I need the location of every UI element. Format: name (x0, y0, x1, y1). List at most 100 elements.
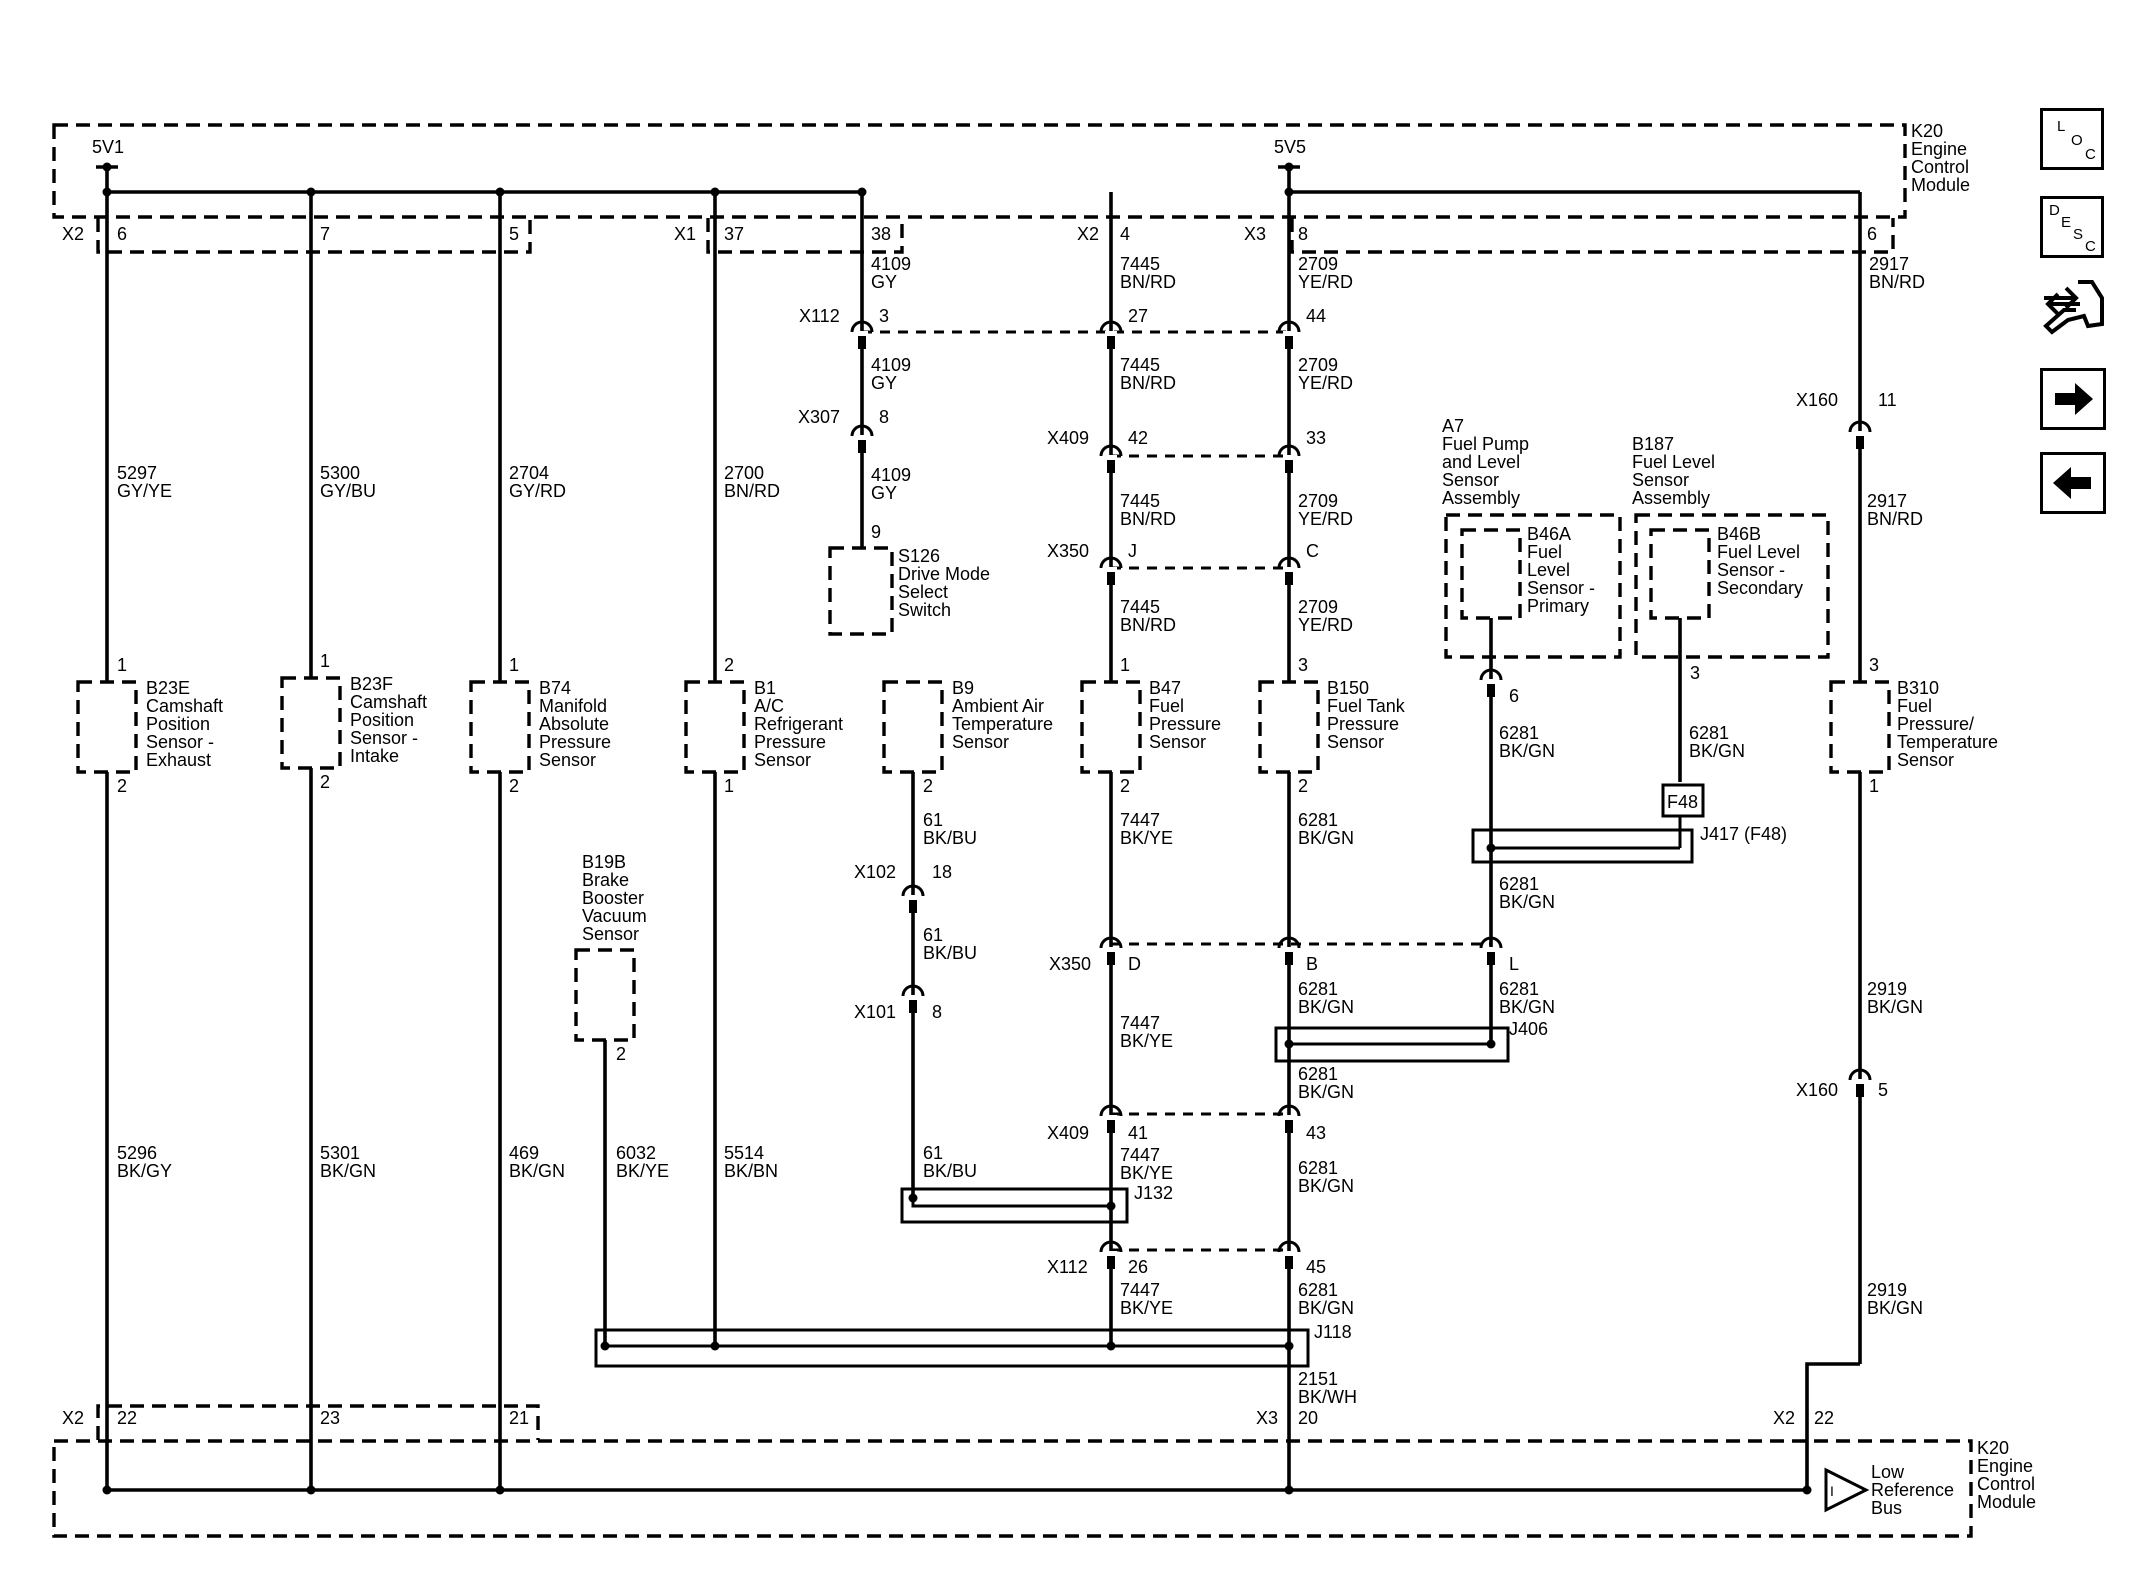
label-x409-33-line-0: 33 (1306, 428, 1326, 448)
label-w2709-2-line-1: YE/RD (1298, 373, 1353, 393)
label-s126-pin-line-0: 9 (871, 522, 881, 542)
label-p22-a: 22 (117, 1408, 137, 1428)
b310-sensor-box (1829, 680, 1891, 774)
label-b150-line-2: Pressure (1327, 714, 1399, 734)
connector-cups (850, 320, 1872, 1269)
label-x350-mid-line-0: X350 (1049, 954, 1091, 974)
label-w7447-4-line-1: BK/YE (1120, 1298, 1173, 1318)
label-b1-line-1: A/C (754, 696, 784, 716)
desc-letter-c: C (2085, 238, 2096, 255)
label-k20-bottom-line-1: Engine (1977, 1456, 2033, 1476)
label-b74-p1-line-0: 1 (509, 655, 519, 675)
loc-button[interactable]: L O C (2040, 108, 2104, 170)
label-k20-top-line-0: K20 (1911, 121, 1943, 141)
label-b310-p3: 3 (1869, 655, 1879, 675)
label-x350-l-line-0: L (1509, 954, 1519, 974)
x1-header (706, 218, 904, 254)
connector-x102-18 (901, 884, 925, 913)
label-b150-p3: 3 (1298, 655, 1308, 675)
label-x350-b-line-0: B (1306, 954, 1318, 974)
label-b187-line-2: Sensor (1632, 470, 1689, 490)
label-w4109-1-line-1: GY (871, 272, 897, 292)
junction-dot (710, 1341, 720, 1351)
label-j132: J132 (1134, 1183, 1173, 1203)
b187-assembly-box (1634, 513, 1830, 659)
label-b23f-line-1: Camshaft (350, 692, 427, 712)
label-b47-p2: 2 (1120, 776, 1130, 796)
label-f48-line-0: F48 (1667, 792, 1698, 812)
previous-button[interactable] (2040, 452, 2106, 514)
label-p6-b: 6 (1867, 224, 1877, 244)
label-w6032-line-1: BK/YE (616, 1161, 669, 1181)
label-w6281-a-line-1: BK/GN (1499, 741, 1555, 761)
junction-dot (102, 1485, 112, 1495)
label-x112-top-line-0: X112 (799, 306, 840, 326)
s126-switch-box (828, 546, 894, 636)
label-w6281-e-line-1: BK/GN (1298, 997, 1354, 1017)
label-b46b-line-2: Sensor - (1717, 560, 1785, 580)
label-5v5: 5V5 (1274, 137, 1306, 157)
desc-button[interactable]: D E S C (2040, 196, 2104, 258)
label-b19b-line-4: Sensor (582, 924, 639, 944)
label-x409-top-line-0: X409 (1047, 428, 1089, 448)
label-p22-b-line-0: 22 (1814, 1408, 1834, 1428)
junction-dot (1486, 843, 1496, 853)
loc-letter-o: O (2071, 132, 2083, 149)
label-p6-a-line-0: 6 (117, 224, 127, 244)
label-w5301-line-0: 5301 (320, 1143, 360, 1163)
label-w469-line-1: BK/GN (509, 1161, 565, 1181)
next-button[interactable] (2040, 368, 2106, 430)
label-w2919-1-line-1: BK/GN (1867, 997, 1923, 1017)
label-w2151-line-0: 2151 (1298, 1369, 1338, 1389)
label-x350-c: C (1306, 541, 1319, 561)
label-x2-bot-a-line-0: X2 (62, 1408, 84, 1428)
label-w6281-d-line-1: BK/GN (1499, 892, 1555, 912)
label-w6281-c-line-1: BK/GN (1298, 828, 1354, 848)
connector-x409-42 (1099, 444, 1123, 473)
label-w2917-1-line-0: 2917 (1869, 254, 1909, 274)
label-b74-line-2: Absolute (539, 714, 609, 734)
label-x2-top-b: X2 (1077, 224, 1099, 244)
arrow-right-icon (2055, 383, 2093, 415)
junction-dot (710, 187, 720, 197)
label-p4: 4 (1120, 224, 1130, 244)
label-w2709-4-line-1: YE/RD (1298, 615, 1353, 635)
connector-x409-33 (1277, 444, 1301, 473)
label-p6-a: 6 (117, 224, 127, 244)
label-w2919-2-line-1: BK/GN (1867, 1298, 1923, 1318)
b23e-sensor-box (76, 680, 138, 774)
b46b-sensor-box (1649, 528, 1711, 620)
label-b310-p1: 1 (1869, 776, 1879, 796)
label-x112-45-line-0: 45 (1306, 1257, 1326, 1277)
b19b-sensor-box (574, 948, 636, 1042)
label-b46b-p3: 3 (1690, 663, 1700, 683)
label-s126-pin: 9 (871, 522, 881, 542)
connector-tools-icon (2043, 280, 2104, 335)
label-w5300-line-0: 5300 (320, 463, 360, 483)
label-w6281-g-line-0: 6281 (1298, 1064, 1338, 1084)
junction-dot (495, 187, 505, 197)
label-p38-line-0: 38 (871, 224, 891, 244)
label-x101-8-line-0: 8 (932, 1002, 942, 1022)
connector-tools-button[interactable] (2040, 276, 2106, 336)
label-b23f-p1-line-0: 1 (320, 651, 330, 671)
label-j417: J417 (F48) (1700, 824, 1787, 844)
label-s126-line-2: Select (898, 582, 948, 602)
